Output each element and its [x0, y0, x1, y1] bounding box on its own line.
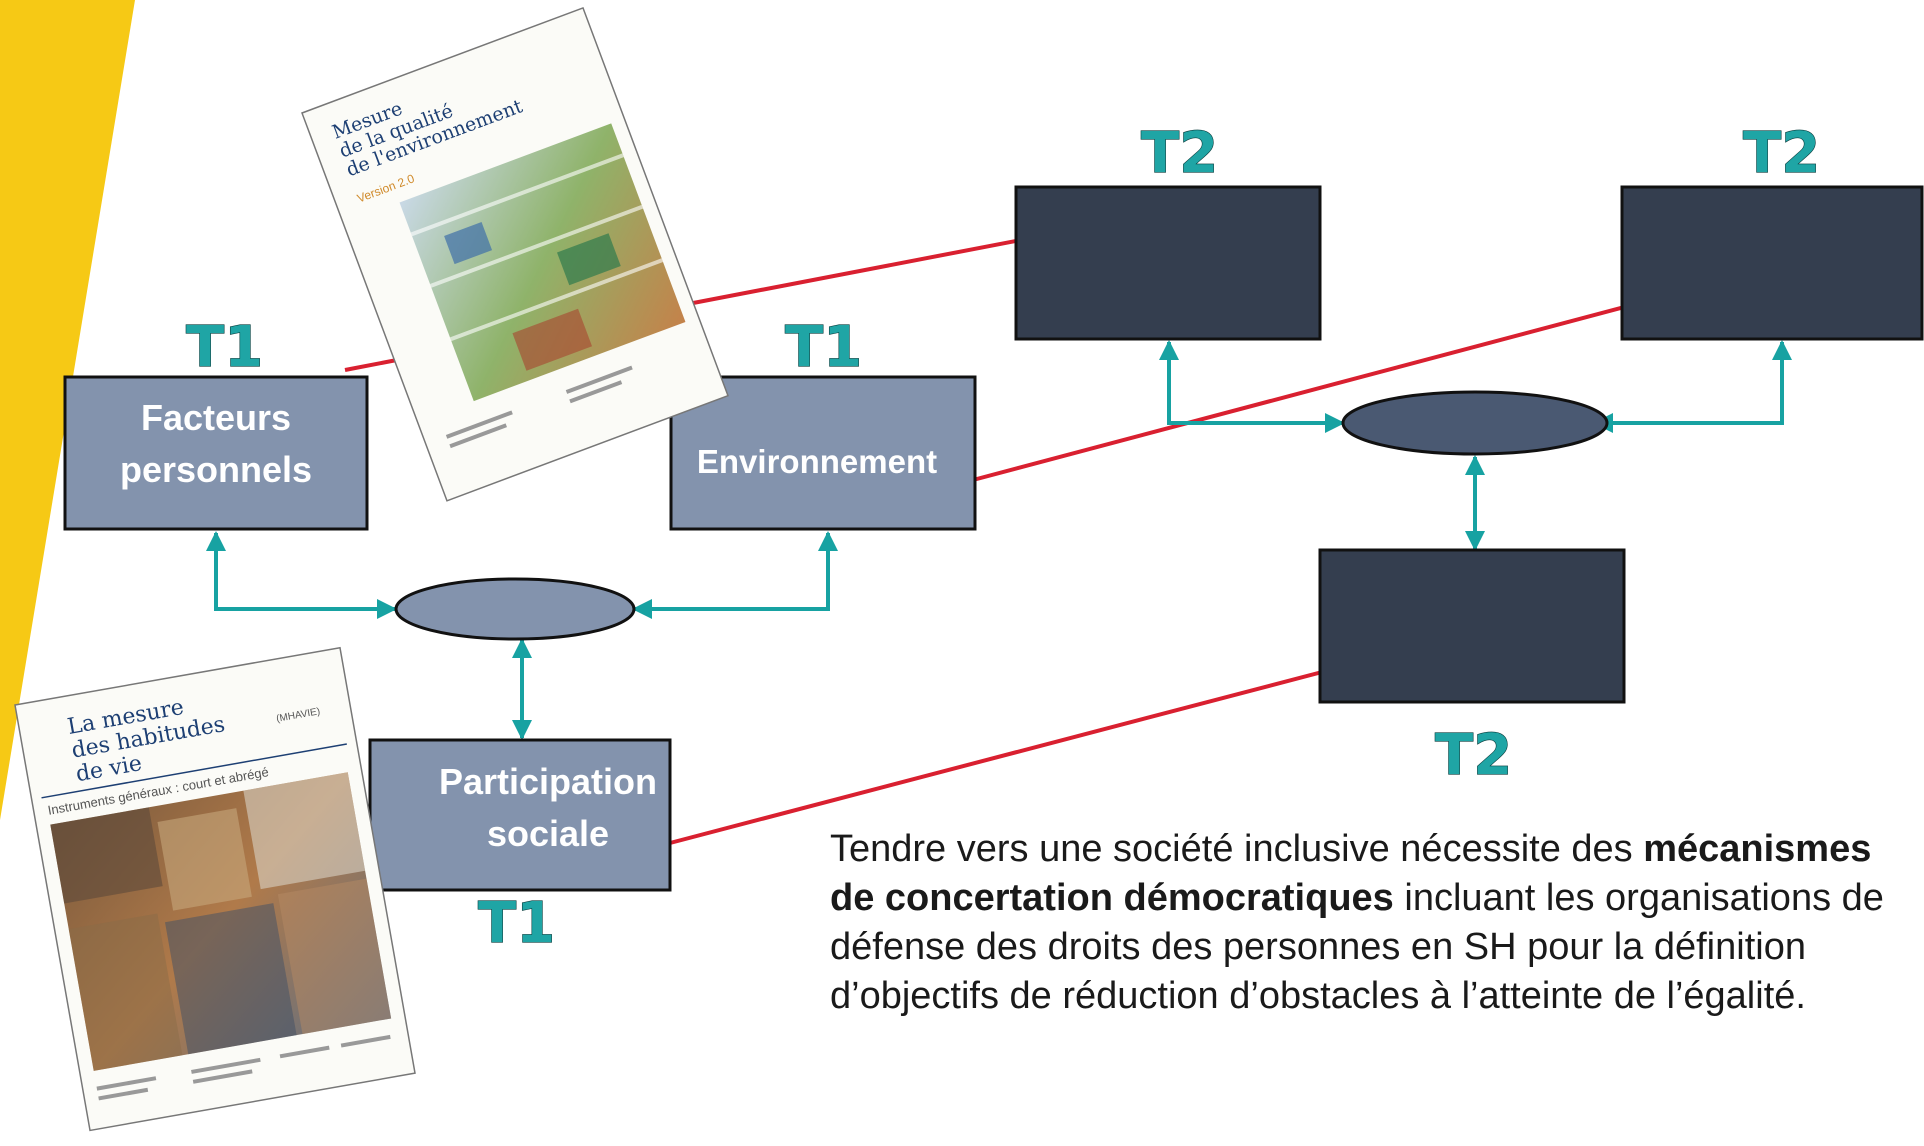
caption-paragraph: Tendre vers une société inclusive nécess… — [830, 825, 1920, 1021]
box-facteurs-personnels: Facteurs personnels — [63, 375, 369, 531]
t1-connectors — [206, 531, 838, 740]
t1-interaction-ellipse — [394, 577, 636, 641]
label-t2-top-right: T2 — [1743, 121, 1820, 186]
book-cover-environment: Mesure de la qualité de l'environnement … — [301, 6, 729, 502]
label-t1-participation: T1 — [478, 891, 555, 956]
box-participation-line1: Participation — [439, 761, 657, 802]
t2-connectors — [1159, 340, 1792, 551]
arrow-ellipse-to-t2-left — [1159, 340, 1345, 433]
label-t1-facteurs: T1 — [186, 315, 263, 380]
arrow-ellipse-to-environnement — [632, 531, 838, 619]
arrow-ellipse-to-t2-right — [1593, 340, 1792, 433]
book-cover-habits: La mesure des habitudes de vie (MHAVIE) … — [14, 646, 416, 1132]
box-t2-top-right — [1620, 185, 1924, 341]
box-t2-top-left — [1014, 185, 1322, 341]
red-line-participation-t2 — [669, 659, 1365, 845]
box-participation-line2: sociale — [487, 813, 609, 854]
arrow-ellipse-to-facteurs — [206, 531, 397, 619]
label-t1-environnement: T1 — [785, 315, 862, 380]
caption-text-bold: mécanismes de concertation démocratiques — [830, 828, 1872, 919]
t2-interaction-ellipse — [1341, 390, 1609, 456]
box-facteurs-line2: personnels — [120, 449, 312, 490]
box-environnement: Environnement — [669, 375, 977, 531]
box-facteurs-line1: Facteurs — [141, 397, 291, 438]
box-t2-bottom — [1318, 548, 1626, 704]
caption-text-after: incluant les organisations de défense de… — [830, 877, 1884, 1017]
label-t2-top-left: T2 — [1141, 121, 1218, 186]
box-environnement-label: Environnement — [697, 443, 937, 480]
caption-text-before: Tendre vers une société inclusive nécess… — [830, 828, 1644, 870]
label-t2-bottom: T2 — [1435, 723, 1512, 788]
box-participation-sociale: Participation sociale — [368, 738, 672, 892]
